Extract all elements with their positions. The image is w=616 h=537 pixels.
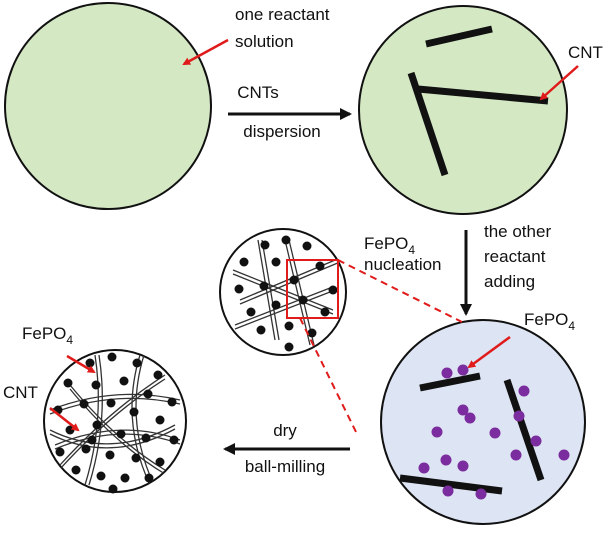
the-other-label: the other bbox=[484, 222, 551, 241]
cnt-rod bbox=[419, 372, 481, 392]
fepo4-particles bbox=[418, 364, 570, 500]
cnt-label: CNT bbox=[568, 43, 603, 62]
nucleation-label: nucleation bbox=[364, 255, 442, 274]
one-reactant-label: one reactant bbox=[235, 5, 330, 24]
dry-label: dry bbox=[273, 421, 297, 440]
cnt-pointer-arrow bbox=[539, 65, 579, 101]
reactant-label: reactant bbox=[484, 247, 546, 266]
cnt-dispersion-circle bbox=[358, 5, 568, 215]
dispersion-label: dispersion bbox=[243, 122, 321, 141]
adding-label: adding bbox=[484, 272, 535, 291]
zoom-region-box bbox=[286, 259, 339, 319]
fepo4-right-label: FePO4 bbox=[524, 310, 575, 333]
cnt-rod bbox=[407, 71, 449, 177]
cnt-rod bbox=[417, 85, 549, 105]
cnt-rod bbox=[425, 25, 493, 48]
fepo4-left-pointer-arrow bbox=[66, 354, 96, 374]
fepo4-left-label: FePO4 bbox=[22, 324, 73, 347]
cnt-rod bbox=[503, 378, 545, 482]
cnt-rod bbox=[399, 474, 503, 495]
fepo4-pointer-arrow bbox=[467, 335, 511, 369]
cnts-label: CNTs bbox=[237, 83, 279, 102]
cnt-left-pointer-arrow bbox=[49, 407, 80, 432]
zoom-particles bbox=[234, 235, 338, 352]
zoom-line bbox=[299, 317, 357, 433]
ball-milling-label: ball-milling bbox=[245, 457, 325, 476]
fepo4-nucleation-label: FePO4 bbox=[364, 234, 415, 257]
final-particles bbox=[53, 352, 179, 494]
reactant-solution-circle bbox=[4, 2, 212, 210]
solution-label: solution bbox=[235, 32, 294, 51]
nucleated-circle bbox=[380, 319, 586, 525]
cnt-left-label: CNT bbox=[3, 383, 38, 402]
solution-pointer-arrow bbox=[182, 38, 229, 66]
